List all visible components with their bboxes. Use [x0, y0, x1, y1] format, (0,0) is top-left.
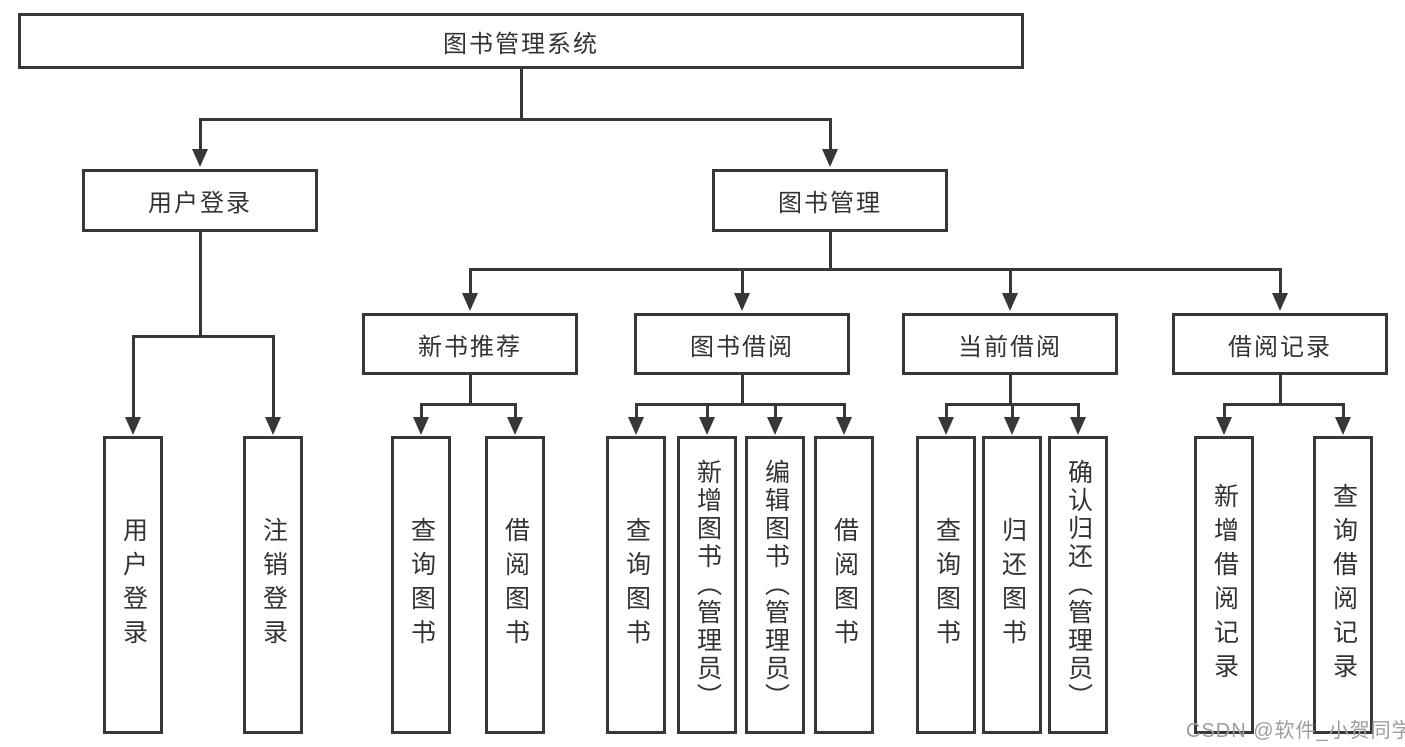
connector-hline-level3	[468, 268, 1282, 271]
node-label: 当前借阅	[958, 333, 1062, 361]
leaf-label: 查询借阅记录	[1329, 483, 1358, 687]
leaf-label: 新增图书（管理员）	[693, 459, 722, 711]
arrow-down-icon	[1335, 417, 1351, 435]
arrow-down-icon	[413, 417, 429, 435]
connector-stem	[1010, 405, 1014, 417]
leaf-edit-book-admin: 编辑图书（管理员）	[745, 436, 805, 734]
connector-trunk-book-mgmt	[828, 232, 832, 269]
connector-stem	[1076, 405, 1080, 417]
leaf-label: 归还图书	[998, 517, 1027, 653]
connector-stem	[468, 270, 472, 294]
leaf-label: 查询图书	[932, 517, 961, 653]
connector-trunk-new-books	[468, 375, 472, 405]
connector-stem	[513, 405, 517, 417]
leaf-add-book-admin: 新增图书（管理员）	[677, 436, 737, 734]
leaf-label: 用户登录	[119, 517, 148, 653]
connector-trunk-book-borrow	[740, 375, 744, 405]
connector-hline	[419, 403, 517, 406]
arrow-down-icon	[1070, 417, 1086, 435]
leaf-label: 新增借阅记录	[1210, 483, 1239, 687]
arrow-down-icon	[1272, 293, 1288, 311]
connector-stem	[944, 405, 948, 417]
node-book-management: 图书管理	[712, 169, 948, 232]
leaf-label: 查询图书	[622, 517, 651, 653]
connector-stem	[1278, 270, 1282, 294]
leaf-borrow-books-recommend: 借阅图书	[485, 436, 545, 734]
arrow-down-icon	[507, 417, 523, 435]
node-label: 图书借阅	[690, 333, 794, 361]
csdn-watermark: CSDN @软件_小贺同学	[1186, 720, 1405, 742]
arrow-down-icon	[1216, 417, 1232, 435]
connector-stem	[271, 337, 275, 417]
connector-trunk-borrow-records	[1278, 375, 1282, 405]
node-label: 图书管理	[778, 190, 882, 217]
connector-stem	[634, 405, 638, 417]
leaf-add-borrow-record: 新增借阅记录	[1194, 436, 1254, 734]
arrow-down-icon	[628, 417, 644, 435]
node-label: 用户登录	[148, 190, 252, 217]
arrow-down-icon	[836, 417, 852, 435]
connector-stem	[773, 405, 777, 417]
node-label: 借阅记录	[1228, 333, 1332, 361]
connector-stem	[842, 405, 846, 417]
connector-hline	[634, 403, 846, 406]
leaf-label: 查询图书	[407, 517, 436, 653]
leaf-label: 注销登录	[259, 517, 288, 653]
leaf-confirm-return-admin: 确认归还（管理员）	[1048, 436, 1108, 734]
leaf-label: 借阅图书	[501, 517, 530, 653]
connector-stem	[131, 337, 135, 417]
arrow-down-icon	[938, 417, 954, 435]
node-current-borrowing: 当前借阅	[902, 313, 1118, 375]
connector-stem	[740, 270, 744, 294]
arrow-down-icon	[734, 293, 750, 311]
node-book-borrowing: 图书借阅	[634, 313, 850, 375]
leaf-label: 借阅图书	[830, 517, 859, 653]
leaf-label: 编辑图书（管理员）	[761, 459, 790, 711]
connector-stem	[1341, 405, 1345, 417]
connector-stem	[419, 405, 423, 417]
connector-hline	[1222, 403, 1345, 406]
leaf-query-books-recommend: 查询图书	[391, 436, 451, 734]
leaf-query-borrow-record: 查询借阅记录	[1313, 436, 1373, 734]
leaf-user-login: 用户登录	[103, 436, 163, 734]
arrow-down-icon	[1004, 417, 1020, 435]
connector-stem	[705, 405, 709, 417]
leaf-query-books-current: 查询图书	[916, 436, 976, 734]
connector-stem	[198, 120, 202, 150]
arrow-down-icon	[1002, 293, 1018, 311]
leaf-borrow-books-borrowing: 借阅图书	[814, 436, 874, 734]
arrow-down-icon	[192, 149, 208, 167]
connector-hline	[944, 403, 1080, 406]
leaf-logout: 注销登录	[243, 436, 303, 734]
root-node-library-system: 图书管理系统	[18, 13, 1024, 69]
node-borrowing-records: 借阅记录	[1172, 313, 1388, 375]
node-user-login: 用户登录	[82, 169, 318, 232]
leaf-query-books-borrowing: 查询图书	[606, 436, 666, 734]
arrow-down-icon	[462, 293, 478, 311]
connector-trunk-current-borrow	[1008, 375, 1012, 405]
leaf-label: 确认归还（管理员）	[1064, 459, 1093, 711]
connector-hline	[131, 335, 275, 338]
connector-stem	[1222, 405, 1226, 417]
arrow-down-icon	[265, 417, 281, 435]
node-new-book-recommend: 新书推荐	[362, 313, 578, 375]
node-label: 新书推荐	[418, 333, 522, 361]
connector-trunk-root	[519, 69, 523, 119]
arrow-down-icon	[822, 149, 838, 167]
arrow-down-icon	[767, 417, 783, 435]
arrow-down-icon	[125, 417, 141, 435]
root-node-label: 图书管理系统	[443, 30, 599, 58]
connector-trunk-user-login	[198, 232, 202, 336]
leaf-return-books: 归还图书	[982, 436, 1042, 734]
arrow-down-icon	[699, 417, 715, 435]
connector-stem	[828, 120, 832, 150]
connector-hline-level2	[198, 118, 832, 121]
connector-stem	[1008, 270, 1012, 294]
